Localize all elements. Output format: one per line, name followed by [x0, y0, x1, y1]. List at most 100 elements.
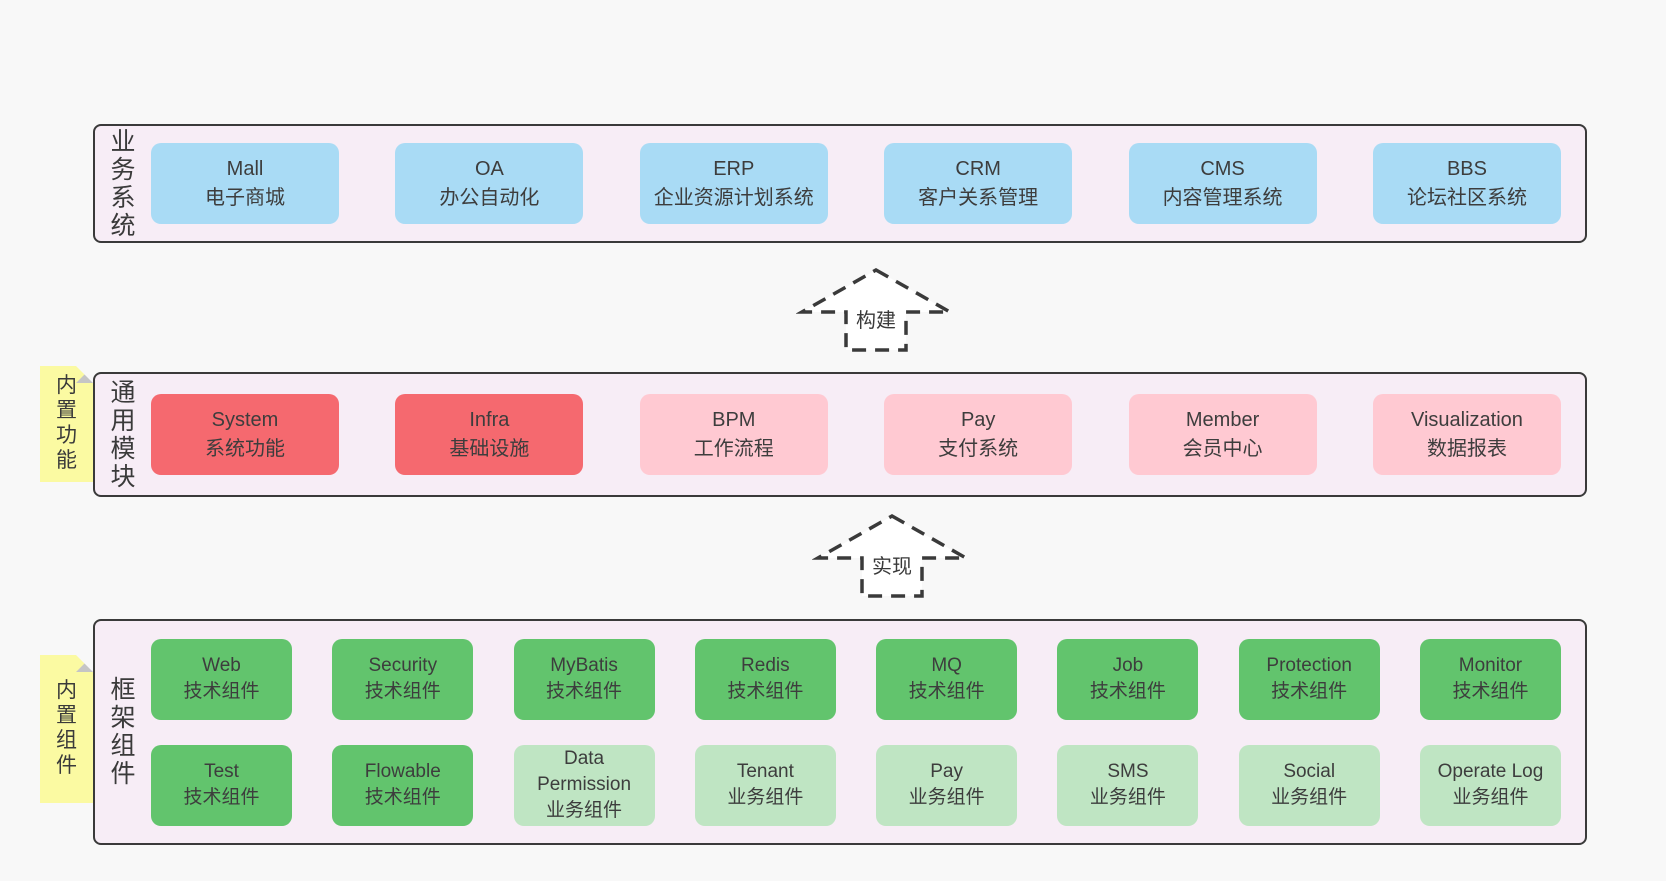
- framework-components-row-2: Test 技术组件 Flowable 技术组件 Data Permission …: [151, 744, 1561, 826]
- box-title: CMS: [1200, 157, 1245, 180]
- band-label-business-systems: 业务系统: [95, 126, 151, 241]
- box-pay-module: Pay 支付系统: [884, 394, 1073, 475]
- box-oa: OA 办公自动化: [395, 143, 584, 224]
- implement-arrow-label: 实现: [869, 550, 915, 579]
- box-subtitle: 技术组件: [727, 681, 804, 702]
- band-label-common-modules: 通用模块: [95, 374, 151, 495]
- box-title: Mall: [226, 157, 264, 180]
- box-subtitle: 系统功能: [205, 437, 285, 460]
- box-system: System 系统功能: [151, 394, 339, 475]
- box-subtitle: 基础设施: [449, 437, 530, 460]
- box-title: Monitor: [1458, 654, 1523, 676]
- box-subtitle: 技术组件: [1452, 681, 1529, 702]
- box-subtitle: 业务组件: [1452, 787, 1529, 808]
- box-subtitle: 技术组件: [364, 681, 441, 702]
- box-title: Operate Log: [1437, 760, 1544, 782]
- box-title: CRM: [955, 157, 1001, 180]
- box-subtitle: 会员中心: [1182, 437, 1263, 460]
- box-subtitle: 技术组件: [1271, 681, 1348, 702]
- box-bpm: BPM 工作流程: [639, 394, 828, 475]
- box-title: MQ: [931, 654, 962, 676]
- band-label-text: 通用模块: [110, 378, 136, 491]
- box-social: Social 业务组件: [1238, 744, 1380, 826]
- business-systems-boxes: Mall 电子商城 OA 办公自动化 ERP 企业资源计划系统 CRM 客户关系…: [151, 126, 1585, 241]
- box-visualization: Visualization 数据报表: [1372, 394, 1561, 475]
- box-subtitle: 办公自动化: [439, 186, 540, 209]
- box-title: Social: [1283, 760, 1336, 782]
- box-title: Pay: [930, 760, 963, 782]
- folded-corner-cut: [76, 655, 93, 672]
- box-title: SMS: [1107, 760, 1149, 782]
- box-protection: Protection 技术组件: [1238, 638, 1380, 720]
- box-subtitle: 数据报表: [1426, 437, 1507, 460]
- box-subtitle: 技术组件: [546, 681, 623, 702]
- box-title: OA: [474, 157, 504, 180]
- box-subtitle: 内容管理系统: [1162, 186, 1283, 209]
- box-title: Member: [1185, 408, 1260, 431]
- build-arrow: 构建: [796, 266, 956, 354]
- folded-corner-cut: [76, 366, 93, 383]
- box-title: Security: [368, 654, 438, 676]
- box-security: Security 技术组件: [332, 638, 474, 720]
- box-title: Visualization: [1410, 408, 1523, 431]
- common-modules-band: 通用模块 System 系统功能 Infra 基础设施 BPM 工作流程 Pay…: [93, 372, 1587, 497]
- box-infra: Infra 基础设施: [395, 394, 584, 475]
- framework-components-band: 框架组件 Web 技术组件 Security 技术组件 MyBatis 技术组件…: [93, 619, 1587, 845]
- band-label-text: 框架组件: [110, 676, 136, 788]
- framework-components-boxes: Web 技术组件 Security 技术组件 MyBatis 技术组件 Redi…: [151, 621, 1585, 843]
- box-subtitle: 业务组件: [546, 800, 623, 822]
- box-subtitle: 客户关系管理: [918, 186, 1039, 209]
- box-title: Job: [1112, 654, 1144, 676]
- box-subtitle: 技术组件: [183, 681, 260, 702]
- box-cms: CMS 内容管理系统: [1128, 143, 1317, 224]
- box-tenant: Tenant 业务组件: [694, 744, 836, 826]
- box-title: BPM: [712, 408, 756, 431]
- box-title: Tenant: [736, 760, 794, 782]
- box-subtitle: 业务组件: [1271, 787, 1348, 808]
- box-title: Test: [204, 760, 239, 782]
- built-in-features-tab: 内置功能: [40, 366, 93, 482]
- framework-components-row-1: Web 技术组件 Security 技术组件 MyBatis 技术组件 Redi…: [151, 638, 1561, 720]
- band-label-framework-components: 框架组件: [95, 621, 151, 843]
- box-mq: MQ 技术组件: [876, 638, 1018, 720]
- box-job: Job 技术组件: [1057, 638, 1199, 720]
- box-monitor: Monitor 技术组件: [1419, 638, 1561, 720]
- box-title: Redis: [741, 654, 790, 676]
- business-systems-band: 业务系统 Mall 电子商城 OA 办公自动化 ERP 企业资源计划系统 CRM…: [93, 124, 1587, 243]
- box-web: Web 技术组件: [151, 638, 292, 720]
- band-label-text: 业务系统: [110, 127, 136, 240]
- box-subtitle: 技术组件: [908, 681, 985, 702]
- box-crm: CRM 客户关系管理: [884, 143, 1073, 224]
- box-redis: Redis 技术组件: [694, 638, 836, 720]
- box-subtitle: 业务组件: [1089, 787, 1166, 808]
- box-title: BBS: [1446, 157, 1487, 180]
- box-operate-log: Operate Log 业务组件: [1419, 744, 1561, 826]
- box-title: ERP: [713, 157, 755, 180]
- box-subtitle: 论坛社区系统: [1406, 186, 1527, 209]
- build-arrow-label: 构建: [853, 304, 899, 333]
- implement-arrow: 实现: [812, 512, 972, 600]
- box-pay-component: Pay 业务组件: [876, 744, 1018, 826]
- box-title: Data Permission: [537, 747, 632, 795]
- box-subtitle: 技术组件: [364, 787, 441, 808]
- box-erp: ERP 企业资源计划系统: [639, 143, 828, 224]
- box-flowable: Flowable 技术组件: [332, 744, 474, 826]
- built-in-components-tab: 内置组件: [40, 655, 93, 803]
- common-modules-boxes: System 系统功能 Infra 基础设施 BPM 工作流程 Pay 支付系统…: [151, 374, 1585, 495]
- box-member: Member 会员中心: [1128, 394, 1317, 475]
- box-mybatis: MyBatis 技术组件: [513, 638, 655, 720]
- box-title: Pay: [960, 408, 996, 431]
- tab-label: 内置功能: [56, 374, 77, 472]
- box-subtitle: 电子商城: [205, 186, 285, 209]
- box-subtitle: 业务组件: [727, 787, 804, 808]
- tab-label: 内置组件: [56, 679, 77, 777]
- box-subtitle: 技术组件: [1089, 681, 1166, 702]
- box-subtitle: 工作流程: [693, 437, 774, 460]
- box-title: Flowable: [364, 760, 441, 782]
- box-title: MyBatis: [550, 654, 618, 676]
- box-sms: SMS 业务组件: [1057, 744, 1199, 826]
- box-title: Web: [202, 654, 241, 676]
- box-subtitle: 支付系统: [938, 437, 1019, 460]
- box-title: Infra: [469, 408, 510, 431]
